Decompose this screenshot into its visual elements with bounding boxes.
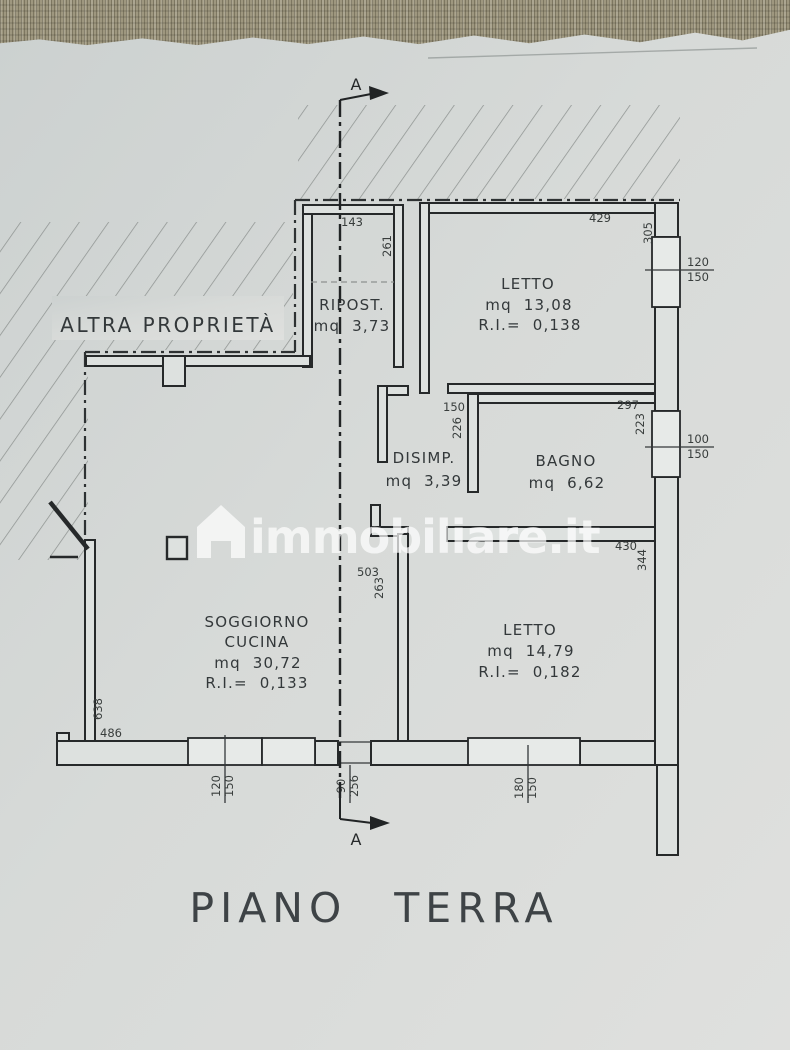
dim-corridor-width: 503: [357, 565, 379, 579]
room-area-bagno: mq 6,62: [529, 474, 606, 492]
wall-segment: [467, 393, 479, 493]
wall-segment: [654, 306, 679, 412]
dim-soggiorno-width: 486: [100, 726, 122, 740]
section-label-bottom: A: [351, 830, 362, 849]
room-label-ripost: RIPOST.: [319, 296, 385, 314]
wall-segment: [654, 202, 679, 238]
label-background: [52, 296, 284, 340]
room-area-letto2: mq 14,79: [487, 642, 574, 660]
dim-corridor-height: 263: [372, 577, 386, 599]
wall-segment: [302, 204, 404, 215]
dim-letto1-width: 429: [589, 211, 611, 225]
wall-segment: [654, 476, 679, 766]
wall-segment: [85, 355, 311, 367]
room-ri-letto2: R.I.= 0,182: [478, 663, 581, 681]
dim-bagno-window-height: 150: [687, 447, 709, 461]
room-label-bagno: BAGNO: [536, 452, 597, 470]
wall-segment: [370, 740, 470, 766]
fabric-background: [0, 0, 790, 46]
window-symbol-letto1: [651, 236, 681, 308]
room-area-disimp: mq 3,39: [386, 472, 463, 490]
window-symbol-bagno: [651, 410, 681, 478]
paper-edge-line: [427, 47, 758, 59]
room-ri-soggiorno: R.I.= 0,133: [205, 674, 308, 692]
section-arrow-bottom-icon: [370, 816, 390, 830]
dim-disimp-height: 226: [450, 417, 464, 439]
wall-segment: [377, 385, 388, 463]
dim-letto2-window-height: 150: [525, 777, 539, 799]
wall-segment: [419, 202, 679, 214]
house-logo-icon: [197, 505, 245, 558]
wall-stub-diagonal: [48, 500, 90, 551]
wall-segment: [419, 202, 430, 394]
wall-segment: [393, 204, 404, 368]
dim-entry-door-height: 256: [347, 775, 361, 797]
section-label-top: A: [351, 75, 362, 94]
wall-pillar: [162, 355, 186, 387]
room-area-ripost: mq 3,73: [314, 317, 391, 335]
wall-segment: [397, 533, 409, 745]
wall-segment: [447, 383, 658, 394]
dim-bagno-width: 297: [617, 398, 639, 412]
dim-letto1-window-height: 150: [687, 270, 709, 284]
room-label-soggiorno: SOGGIORNO: [204, 613, 309, 631]
window-symbol-soggiorno-2: [261, 737, 316, 766]
wall-segment: [656, 764, 679, 856]
section-arrow-top-icon: [369, 86, 389, 100]
hatched-area-top: [298, 105, 680, 199]
dim-ripost-width: 143: [341, 215, 363, 229]
dim-bagno-window-width: 100: [687, 432, 709, 446]
dim-soggiorno-window-height: 150: [222, 775, 236, 797]
dim-soggiorno-window-width: 120: [209, 775, 223, 797]
other-property-label: ALTRA PROPRIETÀ: [60, 313, 275, 337]
room-ri-letto1: R.I.= 0,138: [478, 316, 581, 334]
dim-letto1-window-width: 120: [687, 255, 709, 269]
column-pillar: [165, 535, 189, 561]
dim-letto1-height: 305: [641, 222, 655, 244]
wall-segment: [370, 526, 409, 537]
room-label-letto1: LETTO: [501, 275, 555, 293]
dim-ripost-height: 261: [380, 235, 394, 257]
wall-segment: [56, 740, 190, 766]
dim-letto2-width: 430: [615, 539, 637, 553]
room-area-soggiorno: mq 30,72: [214, 654, 301, 672]
dim-soggiorno-height: 638: [91, 698, 105, 720]
dim-letto2-height: 344: [635, 549, 649, 571]
room-label-letto2: LETTO: [503, 621, 557, 639]
dim-bagno-height: 223: [633, 413, 647, 435]
dim-disimp-width: 150: [443, 400, 465, 414]
window-symbol-letto2: [467, 737, 581, 766]
dim-letto2-window-width: 180: [512, 777, 526, 799]
room-area-letto1: mq 13,08: [485, 296, 572, 314]
wall-segment: [302, 204, 313, 368]
watermark-text: immobiliare.it: [250, 510, 600, 564]
section-marker-bottom-line: [339, 818, 373, 824]
page-title: PIANO TERRA: [189, 884, 558, 932]
wall-segment: [314, 740, 339, 766]
room-label-disimp: DISIMP.: [393, 449, 456, 467]
room-label-cucina: CUCINA: [224, 633, 289, 651]
watermark: immobiliare.it: [197, 505, 601, 564]
section-marker-top-line: [339, 93, 372, 101]
